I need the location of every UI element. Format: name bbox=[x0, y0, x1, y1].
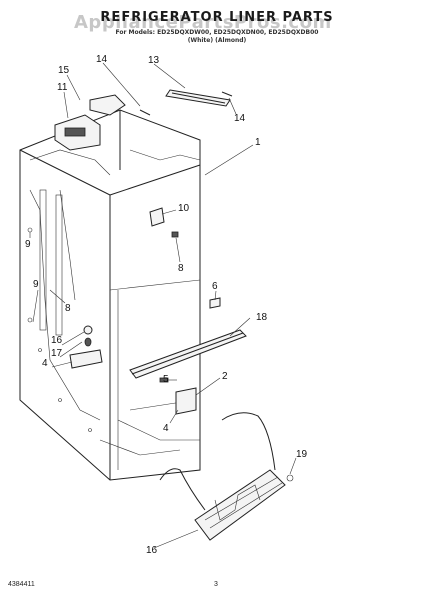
callout-15: 16 bbox=[51, 335, 63, 346]
diagram-title: REFRIGERATOR LINER PARTS bbox=[100, 10, 334, 25]
callout-3: 4 bbox=[163, 423, 169, 434]
callout-13: 13 bbox=[148, 55, 160, 66]
callout-7: 8 bbox=[178, 263, 184, 274]
color-variants: (White) (Almond) bbox=[187, 37, 247, 44]
callout-12: 15 bbox=[58, 65, 70, 76]
callout-6: 6 bbox=[212, 281, 218, 292]
shelf-rail bbox=[129, 329, 247, 379]
callout-19: 19 bbox=[296, 449, 308, 460]
callout-11: 11 bbox=[57, 82, 68, 93]
callout-18: 18 bbox=[256, 312, 268, 323]
callout-2: 2 bbox=[222, 371, 228, 382]
control-housing bbox=[54, 94, 126, 151]
liner-cabinet bbox=[19, 109, 201, 481]
lower-bracket-parts bbox=[159, 377, 197, 415]
left-small-parts bbox=[69, 325, 103, 369]
screw-parts bbox=[139, 91, 233, 116]
bracket-part bbox=[149, 207, 179, 238]
callout-9b: 9 bbox=[33, 279, 39, 290]
callout-8: 8 bbox=[65, 303, 71, 314]
document-code: 4384411 bbox=[8, 581, 35, 588]
top-trim bbox=[165, 89, 231, 107]
watermark: AppliancePartsPros.com bbox=[74, 12, 332, 33]
heater-assembly bbox=[159, 412, 294, 541]
leader-lines bbox=[29, 62, 297, 549]
callout-17: 17 bbox=[51, 348, 63, 359]
callout-10: 10 bbox=[178, 203, 190, 214]
callout-14a: 14 bbox=[96, 54, 108, 65]
callout-1: 1 bbox=[255, 137, 261, 148]
page-number: 3 bbox=[214, 581, 218, 588]
callout-14b: 14 bbox=[234, 113, 246, 124]
callout-16: 16 bbox=[146, 545, 158, 556]
model-numbers: For Models: ED25DQXDW00, ED25DQXDN00, ED… bbox=[115, 29, 319, 36]
callout-5: 5 bbox=[163, 374, 169, 385]
callout-9a: 9 bbox=[25, 239, 31, 250]
callout-4: 4 bbox=[42, 358, 48, 369]
clip-part bbox=[209, 297, 221, 309]
